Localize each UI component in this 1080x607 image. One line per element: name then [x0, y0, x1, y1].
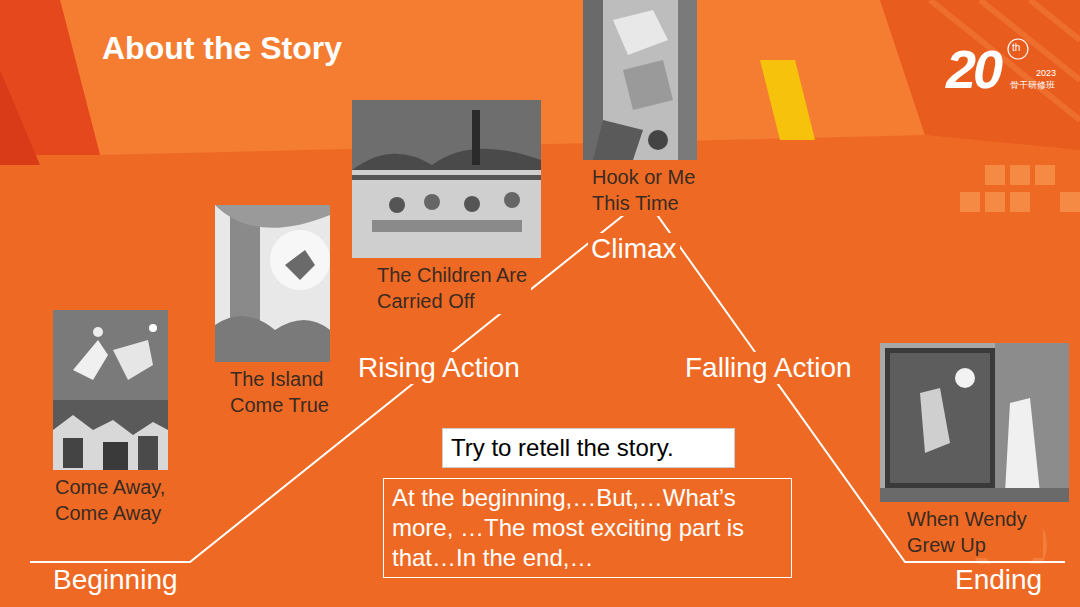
illustration-part: [53, 310, 168, 470]
background-shape: [880, 0, 1080, 150]
logo-year: 2023: [1036, 68, 1056, 78]
story-caption: The Island Come True: [228, 366, 350, 418]
story-caption: The Children Are Carried Off: [375, 262, 531, 314]
background-shape: [1060, 192, 1080, 212]
story-caption: When Wendy Grew Up: [905, 506, 1043, 558]
illustration-frame: [880, 343, 1069, 502]
illustration-part: [648, 130, 668, 150]
illustration-part: [352, 100, 541, 170]
story-panel: The Children Are Carried Off: [352, 100, 541, 314]
illustration-part: [352, 175, 541, 180]
illustration-part: [880, 343, 1069, 502]
illustration-frame: [583, 0, 697, 160]
illustration-part: [63, 438, 83, 468]
illustration-part: [285, 250, 315, 280]
illustration-part: [583, 0, 697, 160]
background-shape: [960, 165, 1080, 212]
illustration-part: [352, 149, 541, 170]
background-shape: [1010, 192, 1030, 212]
logo-number: 20: [946, 38, 1000, 100]
stage-label: Climax: [588, 233, 680, 265]
background-shape: [985, 192, 1005, 212]
story-caption: Come Away, Come Away: [53, 474, 181, 526]
stage-label: Ending: [952, 564, 1045, 596]
illustration-part: [270, 230, 330, 290]
background-shape: [960, 192, 980, 212]
stage-label: Beginning: [50, 564, 181, 596]
story-panel: Hook or Me This Time: [583, 0, 708, 216]
illustration-part: [890, 353, 990, 483]
background-shape: [1035, 165, 1055, 185]
illustration-part: [920, 388, 950, 453]
illustration-part: [215, 316, 330, 362]
illustration-part: [352, 100, 541, 258]
illustration-part: [73, 340, 108, 380]
illustration-part: [53, 310, 168, 400]
illustration-part: [593, 120, 643, 160]
slide-title: About the Story: [102, 30, 342, 67]
story-panel: Come Away, Come Away: [53, 310, 181, 526]
illustration-part: [678, 0, 697, 160]
text-box: Try to retell the story.: [442, 428, 735, 468]
story-panel: The Island Come True: [215, 205, 350, 418]
illustration-part: [149, 324, 157, 332]
illustration-part: [215, 205, 330, 362]
illustration-part: [389, 197, 405, 213]
illustration-part: [504, 192, 520, 208]
retell-frame-text: At the beginning,…But,…What’s more, …The…: [392, 483, 783, 573]
background-shape: [760, 60, 815, 140]
text-box: At the beginning,…But,…What’s more, …The…: [383, 478, 792, 578]
background-shape: [1030, 0, 1080, 40]
illustration-part: [113, 340, 153, 380]
background-shape: [930, 0, 1080, 120]
logo-suffix: th: [1012, 42, 1020, 54]
illustration-part: [880, 343, 1069, 502]
illustration-part: [1005, 398, 1040, 493]
illustration-part: [464, 196, 480, 212]
illustration-part: [880, 488, 1069, 502]
illustration-part: [372, 220, 522, 232]
background-shape: [985, 165, 1005, 185]
background-shape: [0, 70, 40, 165]
illustration-frame: [53, 310, 168, 470]
stage-label: Rising Action: [355, 352, 523, 384]
stage-label: Falling Action: [682, 352, 855, 384]
illustration-part: [995, 343, 1069, 502]
illustration-part: [138, 436, 158, 470]
story-caption: Hook or Me This Time: [590, 164, 708, 216]
illustration-part: [955, 368, 975, 388]
story-panel: When Wendy Grew Up: [880, 343, 1069, 558]
illustration-part: [885, 348, 995, 488]
illustration-part: [215, 205, 330, 362]
background-shape: [1008, 39, 1028, 59]
illustration-part: [53, 310, 168, 470]
illustration-part: [583, 0, 697, 160]
illustration-part: [103, 442, 128, 470]
background-shape: [1010, 165, 1030, 185]
illustration-part: [352, 100, 541, 258]
illustration-frame: [352, 100, 541, 258]
illustration-part: [215, 205, 330, 228]
illustration-frame: [215, 205, 330, 362]
illustration-part: [613, 10, 668, 55]
illustration-part: [53, 415, 168, 470]
illustration-part: [424, 194, 440, 210]
illustration-part: [623, 60, 673, 110]
background-shape: [930, 0, 1080, 120]
prompt-text: Try to retell the story.: [451, 433, 726, 463]
logo-text: 骨干研修班: [1010, 80, 1055, 90]
illustration-part: [93, 327, 103, 337]
illustration-part: [472, 110, 480, 165]
